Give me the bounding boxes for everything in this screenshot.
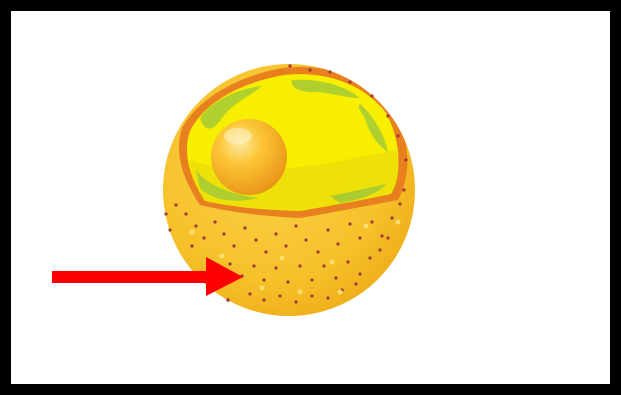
- right-arrow-icon: [52, 257, 243, 296]
- nucleolus-icon: [211, 119, 287, 195]
